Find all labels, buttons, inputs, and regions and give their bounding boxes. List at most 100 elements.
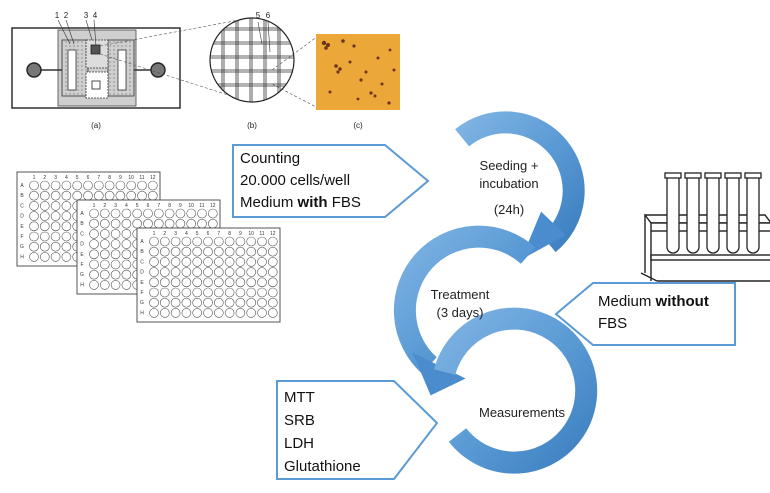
well bbox=[61, 221, 72, 232]
well bbox=[181, 297, 192, 308]
well bbox=[214, 246, 224, 257]
well bbox=[170, 257, 181, 267]
well bbox=[39, 221, 50, 232]
well bbox=[224, 257, 235, 267]
well bbox=[181, 267, 192, 277]
callout-medium-without: Medium without FBS bbox=[598, 291, 709, 335]
well bbox=[214, 277, 224, 288]
well bbox=[246, 297, 256, 308]
well bbox=[39, 231, 50, 242]
plate-col-label: 3 bbox=[54, 175, 57, 181]
plate-row-label: G bbox=[140, 300, 144, 306]
well bbox=[39, 190, 50, 201]
well bbox=[99, 208, 110, 219]
well bbox=[121, 249, 132, 260]
plate-col-label: 10 bbox=[188, 203, 194, 209]
plate-col-label: 5 bbox=[136, 203, 139, 209]
well bbox=[214, 287, 224, 298]
well bbox=[159, 236, 170, 247]
well bbox=[164, 208, 175, 219]
plate-row-label: C bbox=[80, 231, 84, 237]
well bbox=[39, 180, 50, 191]
plate-col-label: 9 bbox=[119, 175, 122, 181]
plate-col-label: 4 bbox=[65, 175, 68, 181]
well bbox=[121, 229, 132, 239]
panel-label-a: (a) bbox=[91, 121, 101, 130]
well bbox=[110, 280, 121, 290]
well bbox=[121, 239, 132, 249]
plate-col-label: 7 bbox=[97, 175, 100, 181]
plate-col-label: 7 bbox=[157, 203, 160, 209]
well bbox=[224, 287, 235, 298]
well bbox=[89, 249, 99, 260]
well bbox=[149, 257, 159, 267]
plate-row-label: G bbox=[80, 272, 84, 278]
well bbox=[110, 208, 121, 219]
plate-row-label: E bbox=[140, 280, 144, 286]
well bbox=[224, 308, 235, 318]
well bbox=[126, 180, 136, 191]
assay-ldh: LDH bbox=[284, 435, 315, 452]
well bbox=[268, 287, 278, 298]
well bbox=[268, 246, 278, 257]
plate-col-label: 1 bbox=[153, 231, 156, 237]
well bbox=[149, 297, 159, 308]
plate-col-label: 2 bbox=[163, 231, 166, 237]
hemocytometer-slide bbox=[11, 17, 251, 109]
label-5: 5 bbox=[256, 11, 261, 20]
plate-row-label: D bbox=[20, 214, 24, 220]
well bbox=[99, 269, 110, 280]
well bbox=[257, 236, 267, 247]
test-tube-rack bbox=[640, 172, 770, 282]
callout-medium-shape bbox=[554, 282, 736, 346]
well bbox=[110, 249, 121, 260]
well bbox=[246, 308, 256, 318]
well bbox=[149, 246, 159, 257]
plate-col-label: 7 bbox=[217, 231, 220, 237]
plate-col-label: 4 bbox=[185, 231, 188, 237]
medium-with-fbs: Medium with FBS bbox=[240, 194, 361, 211]
plate-row-label: H bbox=[140, 310, 144, 316]
well bbox=[246, 287, 256, 298]
cell-micrograph bbox=[316, 34, 400, 110]
well bbox=[89, 280, 99, 290]
callout-counting: Counting 20.000 cells/well Medium with F… bbox=[240, 148, 361, 214]
well bbox=[72, 180, 83, 191]
well bbox=[268, 297, 278, 308]
plate-col-label: 4 bbox=[125, 203, 128, 209]
plate-row-label: G bbox=[20, 244, 24, 250]
well bbox=[170, 277, 181, 288]
label-6: 6 bbox=[266, 11, 271, 20]
well bbox=[104, 180, 115, 191]
plate-row-label: E bbox=[80, 252, 84, 258]
well bbox=[89, 259, 99, 270]
well bbox=[110, 239, 121, 249]
well bbox=[121, 259, 132, 270]
well bbox=[159, 267, 170, 277]
plate-col-label: 11 bbox=[259, 231, 264, 237]
label-2: 2 bbox=[64, 11, 69, 20]
well bbox=[246, 277, 256, 288]
well bbox=[121, 218, 132, 229]
well bbox=[94, 180, 104, 191]
well bbox=[203, 267, 213, 277]
well bbox=[181, 236, 192, 247]
well bbox=[268, 277, 278, 288]
well bbox=[29, 231, 39, 242]
test-tubes bbox=[664, 172, 762, 254]
well bbox=[159, 287, 170, 298]
panel-label-b: (b) bbox=[247, 121, 257, 130]
well bbox=[61, 180, 72, 191]
well bbox=[268, 308, 278, 318]
well bbox=[203, 236, 213, 247]
well bbox=[235, 287, 246, 298]
well bbox=[235, 246, 246, 257]
plate-row-label: F bbox=[140, 290, 143, 296]
well bbox=[192, 287, 203, 298]
well bbox=[246, 236, 256, 247]
well bbox=[170, 246, 181, 257]
counting-grid bbox=[209, 17, 319, 109]
well bbox=[235, 277, 246, 288]
well bbox=[170, 308, 181, 318]
plate-col-label: 6 bbox=[207, 231, 210, 237]
